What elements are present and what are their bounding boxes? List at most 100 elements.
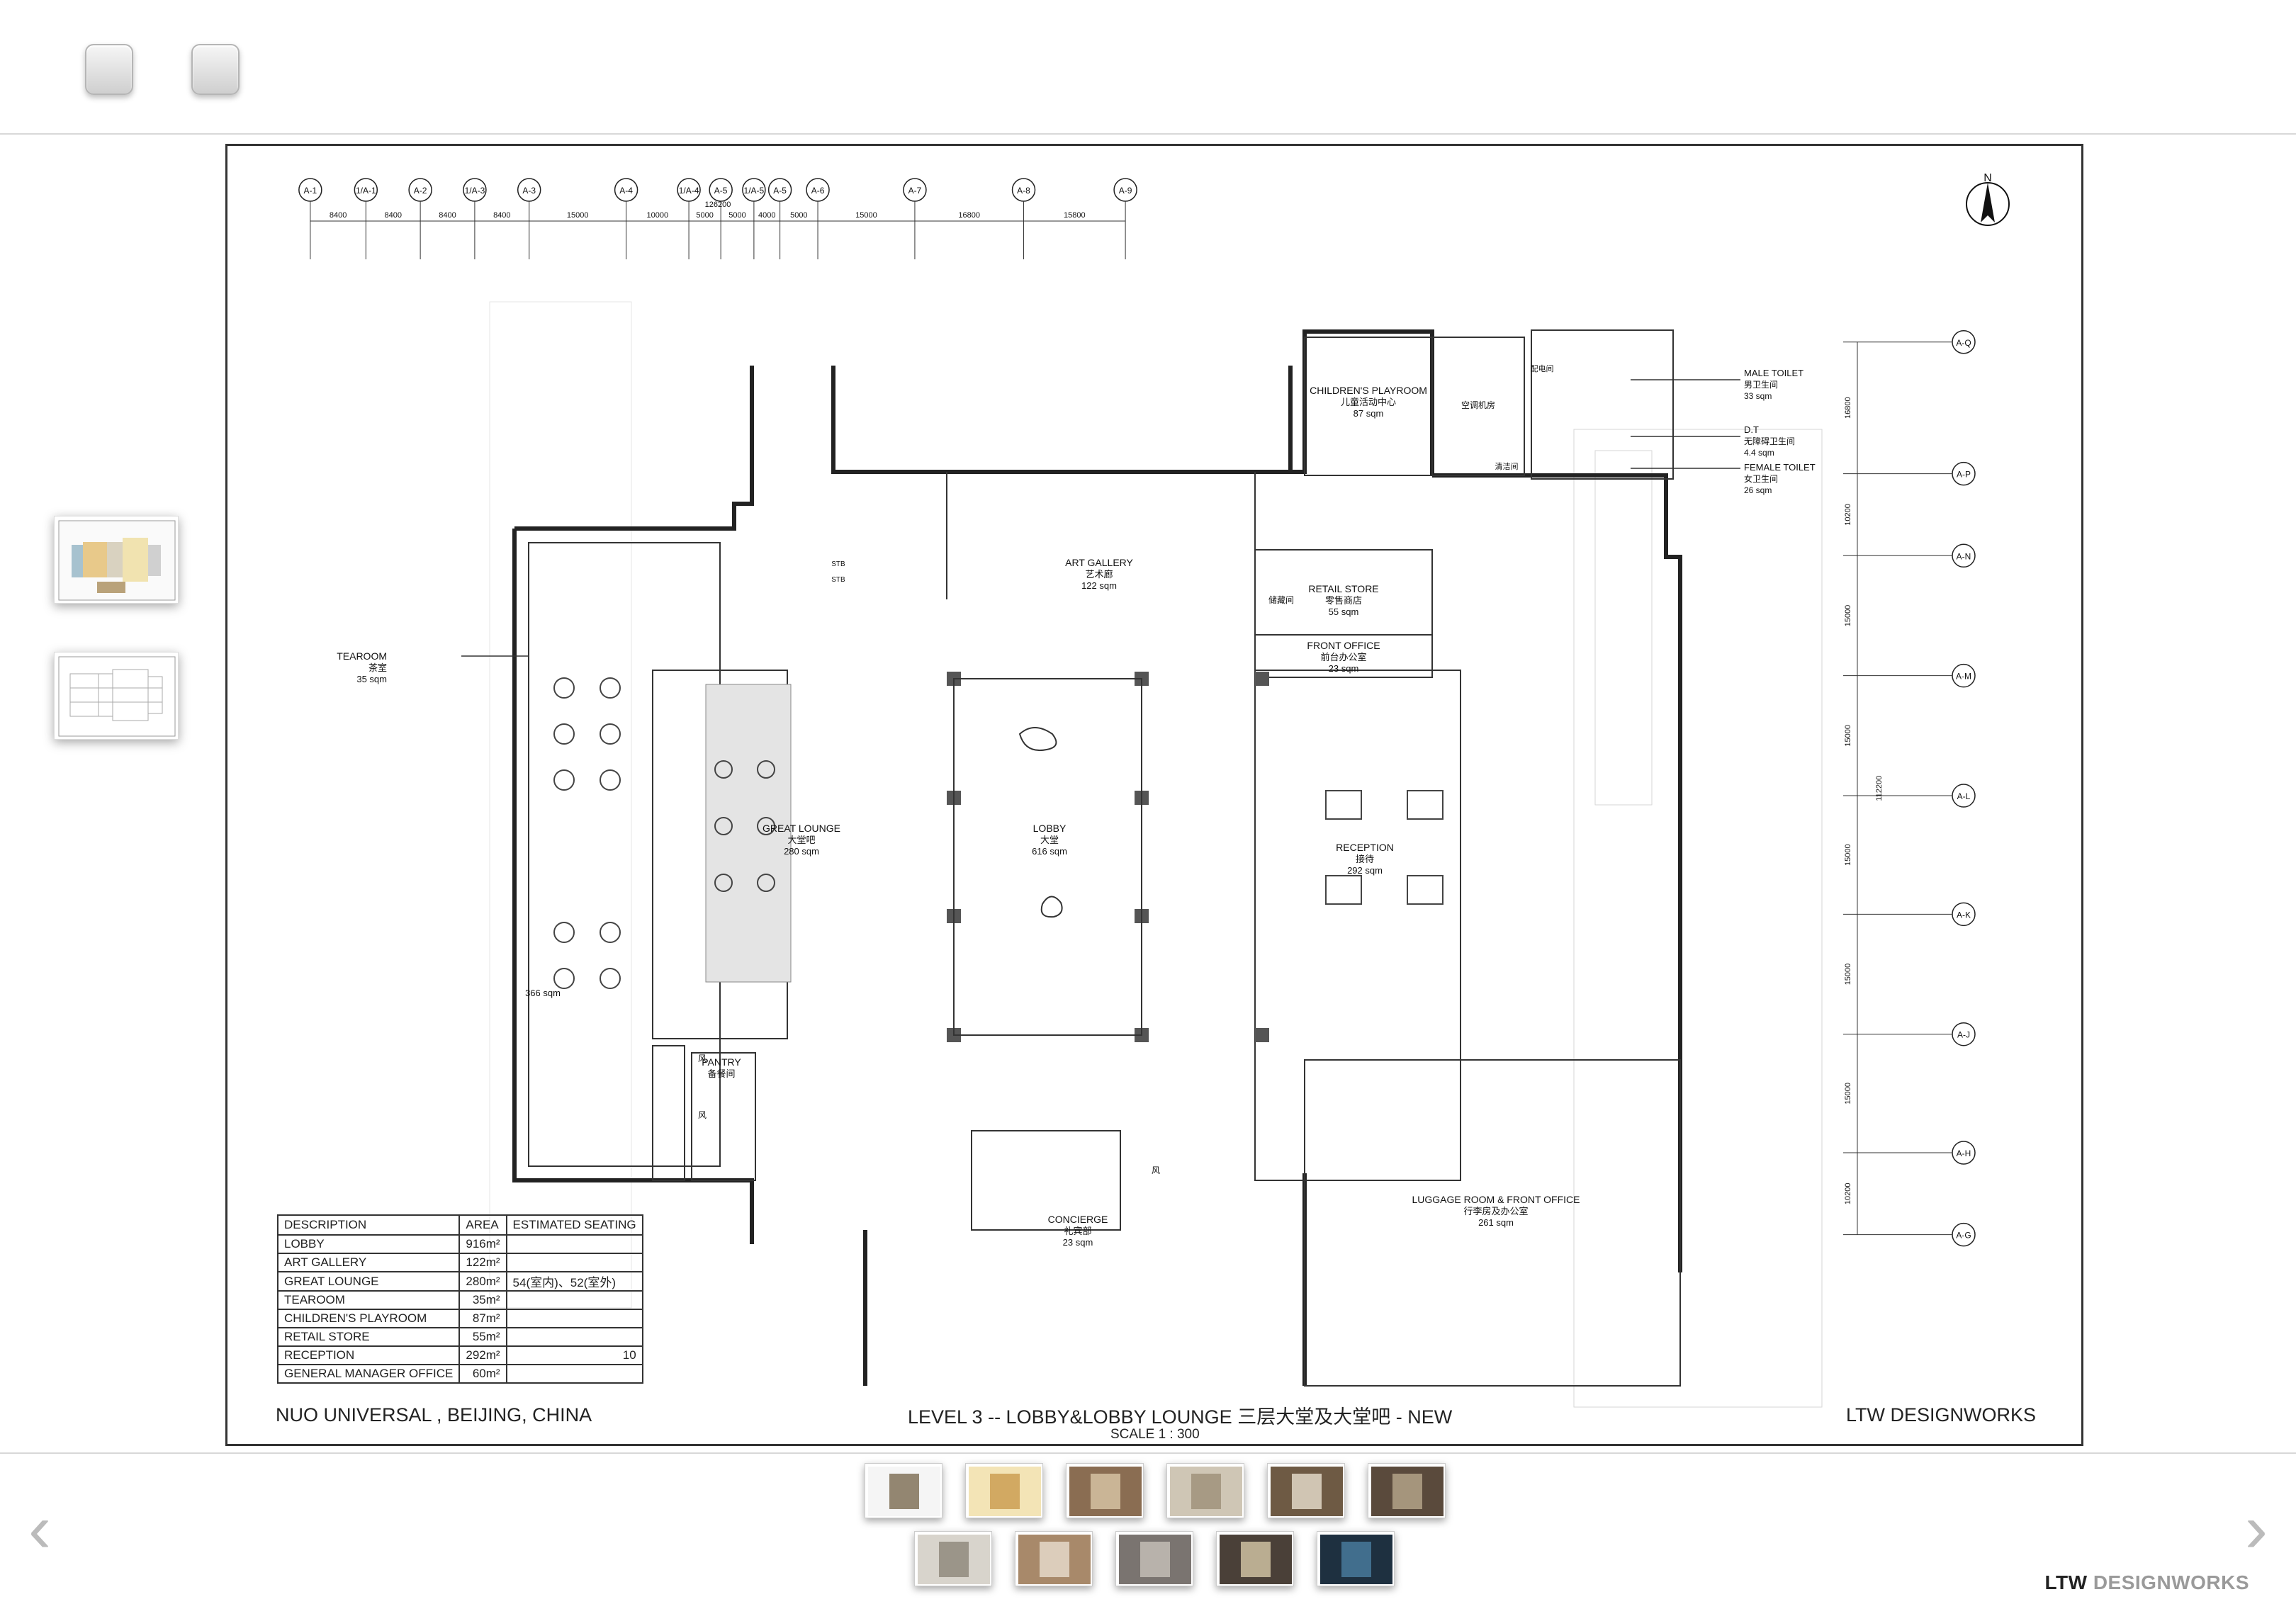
room-name: LOBBY: [1033, 823, 1067, 834]
dimension-label: 15000: [1844, 964, 1852, 986]
filmstrip-thumbnail-3[interactable]: [1066, 1463, 1144, 1518]
filmstrip-thumbnail-preview: [918, 1535, 990, 1584]
room-name-cn: 大堂: [1040, 835, 1059, 845]
svg-text:N: N: [1983, 172, 1992, 184]
side-thumbnail-1[interactable]: [54, 516, 179, 604]
north-arrow: N: [1966, 172, 2010, 226]
cell-seating: 10: [505, 1345, 643, 1365]
cell-description: TEAROOM: [276, 1290, 461, 1310]
room-area: 87 sqm: [1354, 408, 1384, 419]
dimension-label: 8400: [439, 211, 456, 220]
brand-logo-bold: LTW: [2044, 1571, 2088, 1593]
ventilation-label: 风: [698, 1110, 707, 1120]
room-name: RETAIL STORE: [1308, 583, 1378, 594]
room-area: 23 sqm: [1329, 663, 1359, 674]
bottom-separator: [0, 1452, 2296, 1454]
room-name-cn: 儿童活动中心: [1341, 397, 1396, 407]
dimension-label: 8400: [493, 211, 510, 220]
grid-label: A-J: [1957, 1030, 1970, 1040]
filmstrip-thumbnail-preview: [1170, 1467, 1242, 1516]
dimension-label: 5000: [728, 211, 745, 220]
filmstrip-thumbnail-7[interactable]: [914, 1531, 992, 1586]
filmstrip-thumbnail-5[interactable]: [1267, 1463, 1345, 1518]
cell-seating: 54(室内)、52(室外): [505, 1271, 643, 1292]
side-thumbnail-2[interactable]: [54, 652, 179, 740]
filmstrip-thumbnail-10[interactable]: [1216, 1531, 1294, 1586]
filmstrip-thumbnail-9[interactable]: [1115, 1531, 1193, 1586]
grid-label: 1/A-4: [679, 186, 699, 196]
filmstrip-thumbnail-preview: [1069, 1467, 1142, 1516]
cell-seating: [505, 1309, 643, 1328]
toilet-name: MALE TOILET: [1744, 368, 1803, 378]
grid-label: 1/A-3: [465, 186, 485, 196]
filmstrip-thumbnail-preview: [969, 1467, 1041, 1516]
area-summary-table: DESCRIPTION AREA ESTIMATED SEATING LOBBY…: [276, 1214, 643, 1384]
filmstrip-thumbnail-4[interactable]: [1166, 1463, 1244, 1518]
grid-label: A-1: [304, 186, 317, 196]
toilet-area: 4.4 sqm: [1744, 448, 1774, 458]
prev-arrow-icon[interactable]: ‹: [28, 1491, 51, 1566]
dimension-label: 15000: [1844, 605, 1852, 627]
dimension-label: 15800: [1064, 211, 1086, 220]
overall-dimension-label: 126200: [705, 201, 731, 209]
header-area: AREA: [458, 1214, 507, 1236]
cell-description: RETAIL STORE: [276, 1327, 461, 1347]
room-name-cn: 行李房及办公室: [1463, 1206, 1528, 1216]
room-area: 280 sqm: [784, 846, 819, 857]
stb-label: STB: [831, 560, 845, 568]
grid-label: A-K: [1957, 910, 1971, 920]
ventilation-label: 风: [1152, 1165, 1160, 1175]
grid-label: A-8: [1017, 186, 1030, 196]
toilet-name: FEMALE TOILET: [1744, 462, 1816, 473]
toolbar-button-2[interactable]: [191, 44, 240, 95]
grid-label: A-G: [1956, 1231, 1971, 1241]
area-table-header: DESCRIPTION AREA ESTIMATED SEATING: [276, 1214, 643, 1236]
filmstrip-thumbnail-2[interactable]: [965, 1463, 1043, 1518]
filmstrip-thumbnail-preview: [1119, 1535, 1191, 1584]
brand-logo: LTW DESIGNWORKS: [2044, 1571, 2249, 1594]
cell-description: LOBBY: [276, 1234, 461, 1254]
room-area: 261 sqm: [1478, 1217, 1514, 1228]
toolbar-button-1[interactable]: [85, 44, 133, 95]
filmstrip-thumbnail-preview: [1220, 1535, 1292, 1584]
filmstrip-thumbnail-11[interactable]: [1317, 1531, 1395, 1586]
header-seating: ESTIMATED SEATING: [505, 1214, 643, 1236]
toilet-name-cn: 女卫生间: [1744, 473, 1778, 484]
grid-label: A-N: [1957, 551, 1971, 561]
project-name: NUO UNIVERSAL , BEIJING, CHINA: [276, 1404, 592, 1425]
dimension-label: 16800: [958, 211, 980, 220]
grid-label: A-5: [714, 186, 728, 196]
toilet-area: 26 sqm: [1744, 485, 1772, 495]
side-thumbnail-2-preview: [58, 656, 176, 737]
filmstrip-thumbnail-6[interactable]: [1368, 1463, 1446, 1518]
filmstrip-thumbnail-1[interactable]: [865, 1463, 942, 1518]
grid-label: A-Q: [1956, 338, 1971, 348]
cell-area: 35m²: [458, 1290, 507, 1310]
cell-area: 292m²: [458, 1345, 507, 1365]
room-area: 366 sqm: [525, 988, 561, 998]
room-name-cn: 艺术廊: [1085, 569, 1113, 580]
next-arrow-icon[interactable]: ›: [2245, 1491, 2268, 1566]
cell-area: 122m²: [458, 1253, 507, 1272]
filmstrip-thumbnail-8[interactable]: [1015, 1531, 1093, 1586]
room-name-cn: 茶室: [368, 662, 387, 673]
hatch-pattern-right: [1573, 429, 1823, 1408]
side-thumbnail-1-preview: [58, 520, 176, 601]
dimension-label: 10200: [1844, 1183, 1852, 1205]
room-name: PANTRY: [702, 1056, 741, 1068]
room-name: TEAROOM: [337, 650, 387, 662]
toilet-area: 33 sqm: [1744, 391, 1772, 401]
room-area: 55 sqm: [1329, 606, 1359, 617]
room-name: CHILDREN'S PLAYROOM: [1310, 385, 1427, 396]
dimension-label: 15000: [1844, 1083, 1852, 1105]
storage-label: 储藏间: [1268, 594, 1294, 605]
grid-label: A-7: [908, 186, 922, 196]
grid-label: A-4: [619, 186, 633, 196]
